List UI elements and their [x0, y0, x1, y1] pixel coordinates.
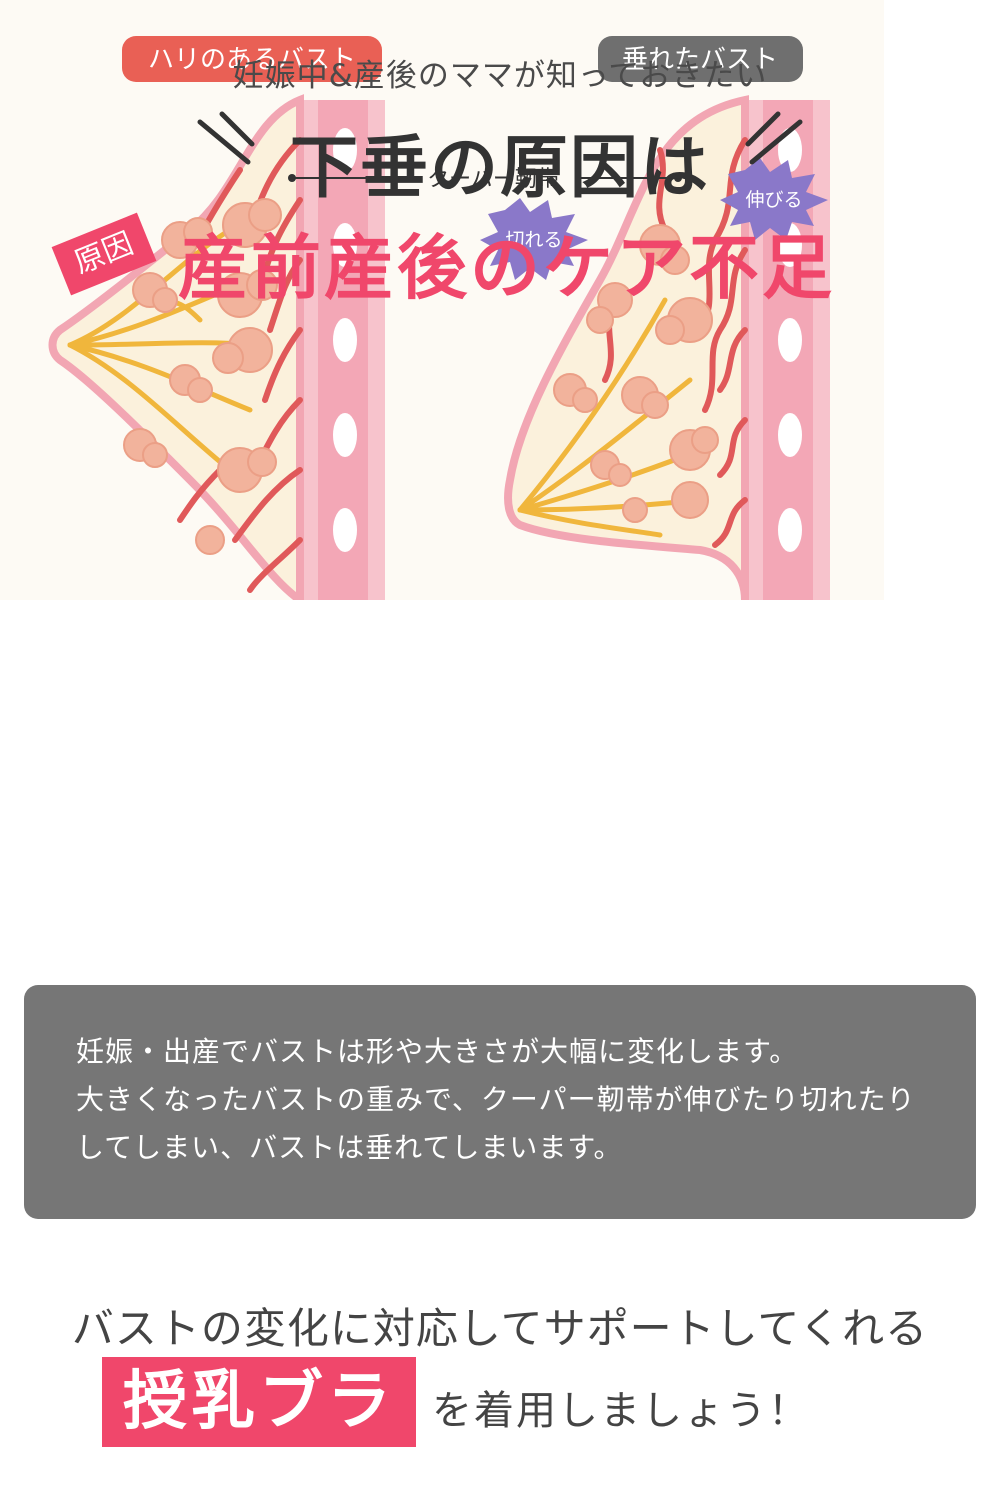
headline-accent-lines [197, 111, 803, 165]
firm-bust-diagram [48, 94, 385, 608]
right-label-pill [598, 36, 803, 82]
left-bust-label: ハリのあるバスト [148, 45, 356, 75]
info-line-1: 妊娠・出産でバストは形や大きさが大幅に変化します。 [76, 1035, 799, 1068]
stretched-label: 伸びる [745, 189, 802, 211]
torn-burst-icon [480, 198, 588, 280]
bust-comparison-illustration: ハリのあるバスト 垂れたバスト クーパー靭帯 切れる 伸びる [0, 0, 884, 608]
info-box [24, 985, 976, 1219]
left-label-pill [122, 36, 382, 82]
stretched-burst-icon [720, 158, 828, 240]
sagging-bust-diagram [480, 95, 830, 601]
headline: 下垂の原因は [289, 129, 710, 208]
info-line-3: してしまい、バストは垂れてしまいます。 [76, 1131, 623, 1164]
wear-message: を着用しましょう！ [432, 1388, 810, 1434]
nursing-bra-tag: 授乳ブラ [102, 1357, 416, 1447]
right-bust-label: 垂れたバスト [622, 45, 778, 75]
info-line-2: 大きくなったバストの重みで、クーパー靭帯が伸びたり切れたり [76, 1083, 916, 1116]
cause-text: 産前産後のケア不足 [178, 227, 835, 309]
torn-label: 切れる [505, 229, 562, 251]
ligament-label: クーパー靭帯 [427, 167, 559, 192]
support-message: バストの変化に対応してサポートしてくれる [71, 1304, 929, 1353]
subtitle: 妊娠中&産後のママが知っておきたい [232, 58, 768, 94]
